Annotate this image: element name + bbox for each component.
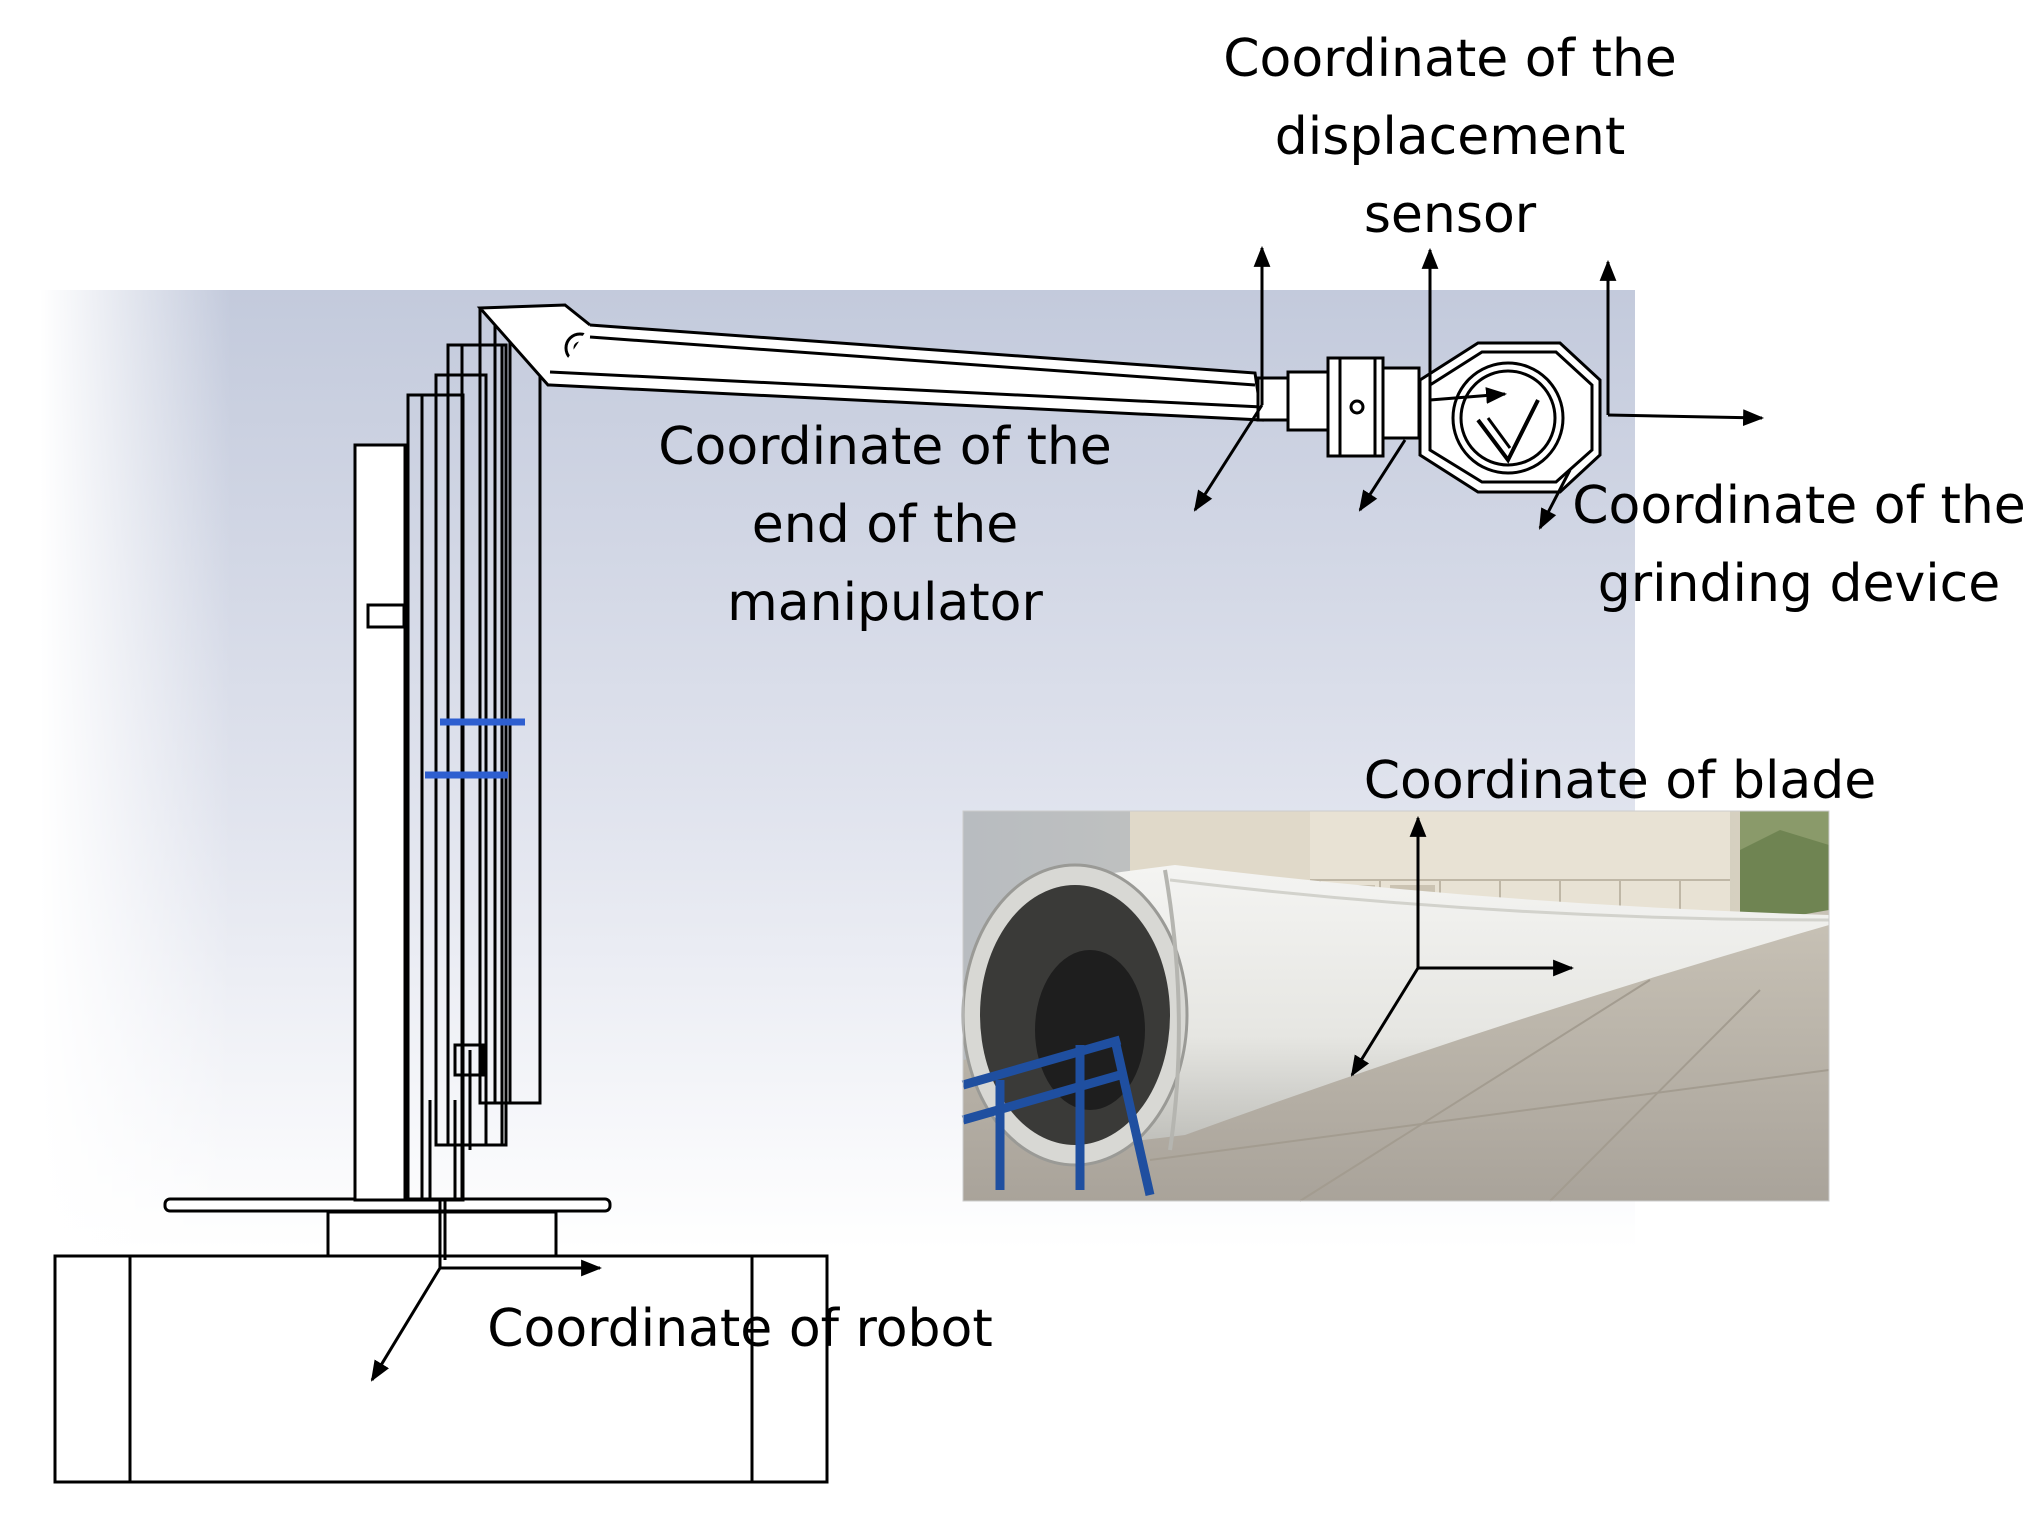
robot-coordinate-label: Coordinate of robot [460,1290,1020,1368]
grinding-coordinate-axes [1538,259,1765,530]
robot-base [53,1197,829,1484]
robot-label-text: Coordinate of robot [487,1299,993,1359]
robot-coordinate-axes [370,1200,603,1382]
sensor-label-line-1: Coordinate of the [1223,29,1677,89]
robot-arm [549,323,1330,432]
end-label-line-2: end of the [751,495,1019,555]
blade-label-text: Coordinate of blade [1363,751,1877,811]
grinding-device-coordinate-label: Coordinate of the grinding device [1555,467,2043,623]
blade-coordinate-axes [1350,815,1575,1077]
blade-coordinate-label: Coordinate of blade [1340,742,1900,820]
blue-bands [425,718,525,779]
end-label-line-1: Coordinate of the [658,417,1112,477]
robot-column [353,306,542,1260]
sensor-coordinate-axes [1358,247,1508,512]
sensor-coordinate-label: Coordinate of the displacement sensor [1180,20,1720,254]
end-label-line-3: manipulator [727,573,1043,633]
grinding-label-line-1: Coordinate of the [1572,476,2026,536]
blade-photo [961,810,1830,1202]
manipulator-end-coordinate-label: Coordinate of the end of the manipulator [640,408,1130,642]
sensor-label-line-2: displacement [1274,107,1626,167]
manipulator-end-coordinate-axes [1193,245,1271,512]
sensor-label-line-3: sensor [1363,185,1537,245]
grinding-device [1418,341,1602,494]
grinding-label-line-2: grinding device [1597,554,2001,614]
